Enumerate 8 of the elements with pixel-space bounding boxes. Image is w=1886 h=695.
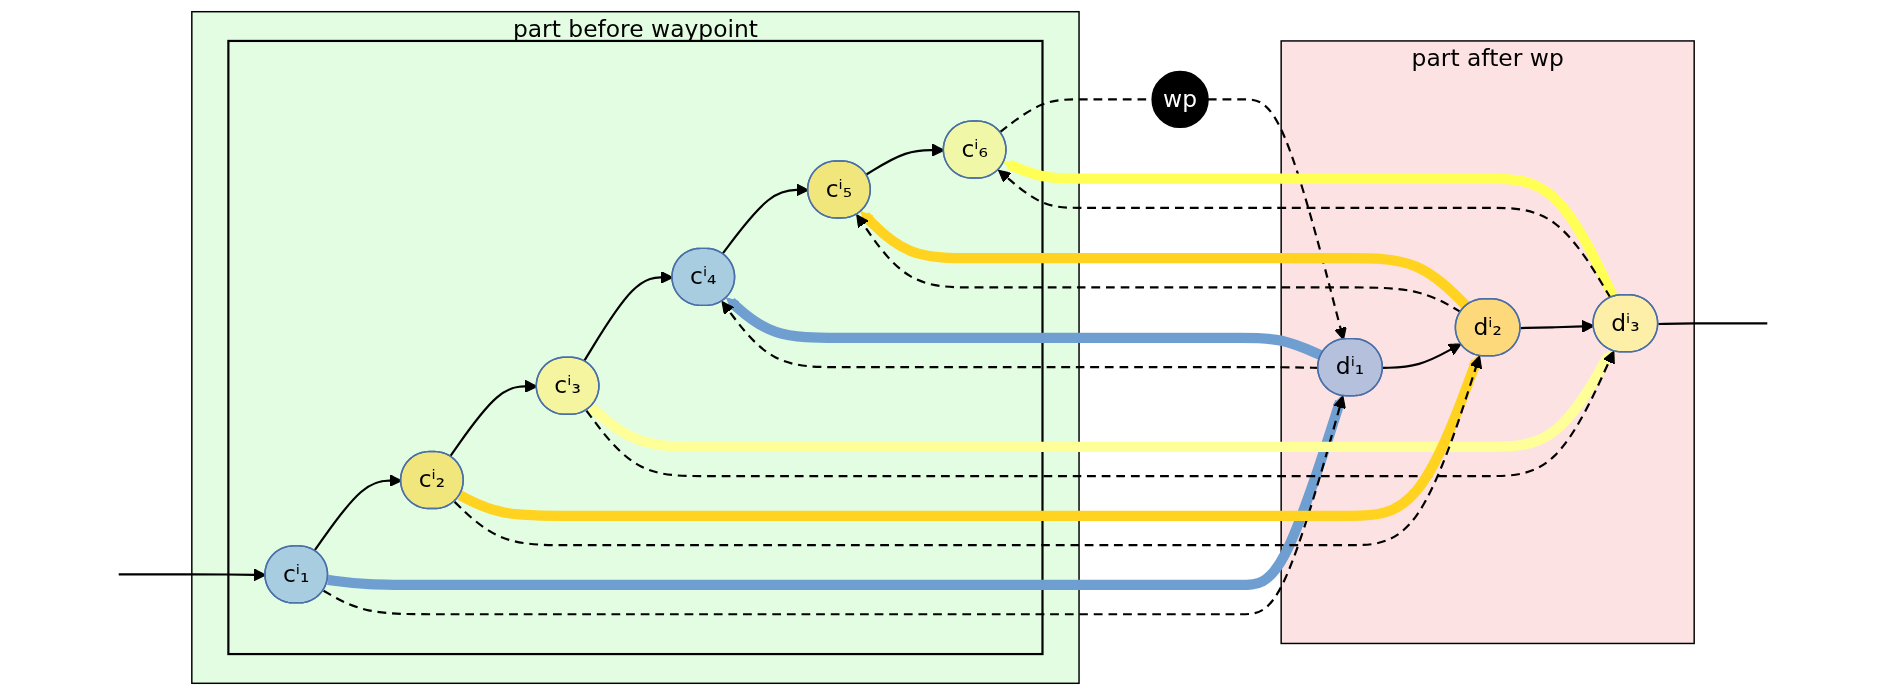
arrow xyxy=(587,349,1613,452)
arrow xyxy=(1208,98,1347,341)
node-circle: wp xyxy=(1151,70,1209,129)
arrow xyxy=(585,350,1615,478)
connector xyxy=(1658,322,1768,326)
cluster xyxy=(227,39,1044,656)
arrow xyxy=(726,297,1324,361)
arrow xyxy=(1383,343,1462,369)
